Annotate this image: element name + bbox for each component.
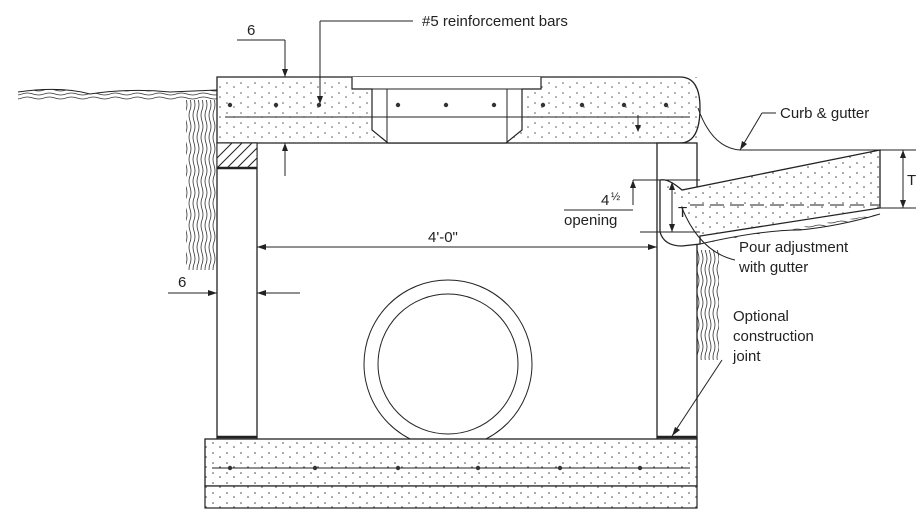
pour-label-line1: Pour adjustment	[739, 239, 849, 256]
ground-left	[17, 88, 218, 270]
joint-label-line2: construction	[733, 328, 814, 345]
opening-fraction-label: ½	[611, 191, 620, 203]
opening-label: opening	[564, 212, 617, 229]
opening-whole-label: 4	[601, 192, 609, 209]
rebar-label: #5 reinforcement bars	[422, 13, 568, 30]
base-slab	[204, 438, 698, 509]
top-slab-thickness-label: 6	[247, 22, 255, 39]
top-slab	[216, 76, 880, 151]
joint-label-line3: joint	[732, 348, 761, 365]
pour-label-line2: with gutter	[738, 259, 808, 276]
rebar-dots-top	[227, 102, 669, 108]
gutter	[659, 149, 881, 247]
curb-label: Curb & gutter	[780, 105, 869, 122]
walls	[216, 142, 719, 440]
t-left-label: T	[678, 204, 687, 221]
wall-thickness-label: 6	[178, 274, 186, 291]
pipe	[363, 279, 533, 449]
span-label: 4'-0"	[428, 229, 458, 246]
joint-label-line1: Optional	[733, 308, 789, 325]
t-right-label: T	[907, 172, 916, 189]
dimensions	[168, 20, 916, 437]
